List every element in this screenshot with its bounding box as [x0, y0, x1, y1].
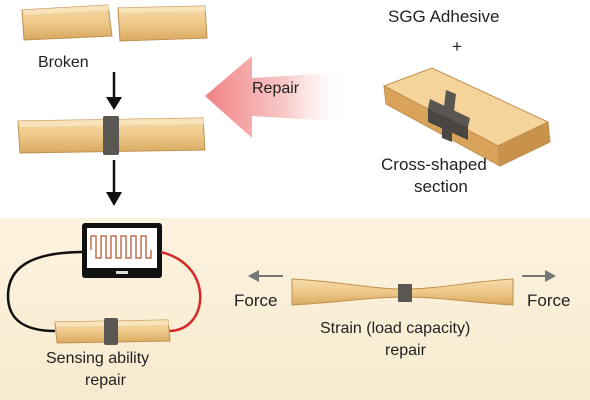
adhesive-label: SGG Adhesive: [388, 7, 500, 26]
red-wire: [160, 250, 202, 333]
right-arrow-icon: [522, 270, 556, 282]
down-arrow-icon: [106, 160, 122, 206]
down-arrow-icon: [106, 72, 122, 110]
black-wire: [6, 250, 85, 333]
force-left-label: Force: [234, 291, 278, 310]
cross-section-label-line2: section: [414, 177, 468, 196]
strain-repair-label-line2: repair: [385, 342, 426, 359]
strain-repair-label-line1: Strain (load capacity): [320, 320, 471, 337]
square-wave-signal: [90, 235, 152, 259]
repair-arrow-icon: [205, 56, 350, 138]
repair-label: Repair: [252, 80, 300, 97]
sensing-specimen: [54, 318, 171, 345]
plus-label: +: [452, 37, 462, 56]
strain-specimen: [291, 278, 514, 306]
broken-specimen: [21, 4, 208, 42]
sensing-repair-label-line2: repair: [85, 372, 126, 389]
monitor-icon: [82, 223, 162, 278]
broken-label: Broken: [38, 54, 89, 71]
sensing-repair-label-line1: Sensing ability: [46, 350, 150, 367]
left-arrow-icon: [248, 270, 283, 282]
cross-section-label-line1: Cross-shaped: [381, 155, 487, 174]
cross-shaped-specimen: [382, 67, 551, 167]
repaired-specimen: [17, 116, 206, 155]
force-right-label: Force: [527, 291, 571, 310]
adhesive-band: [103, 116, 119, 155]
